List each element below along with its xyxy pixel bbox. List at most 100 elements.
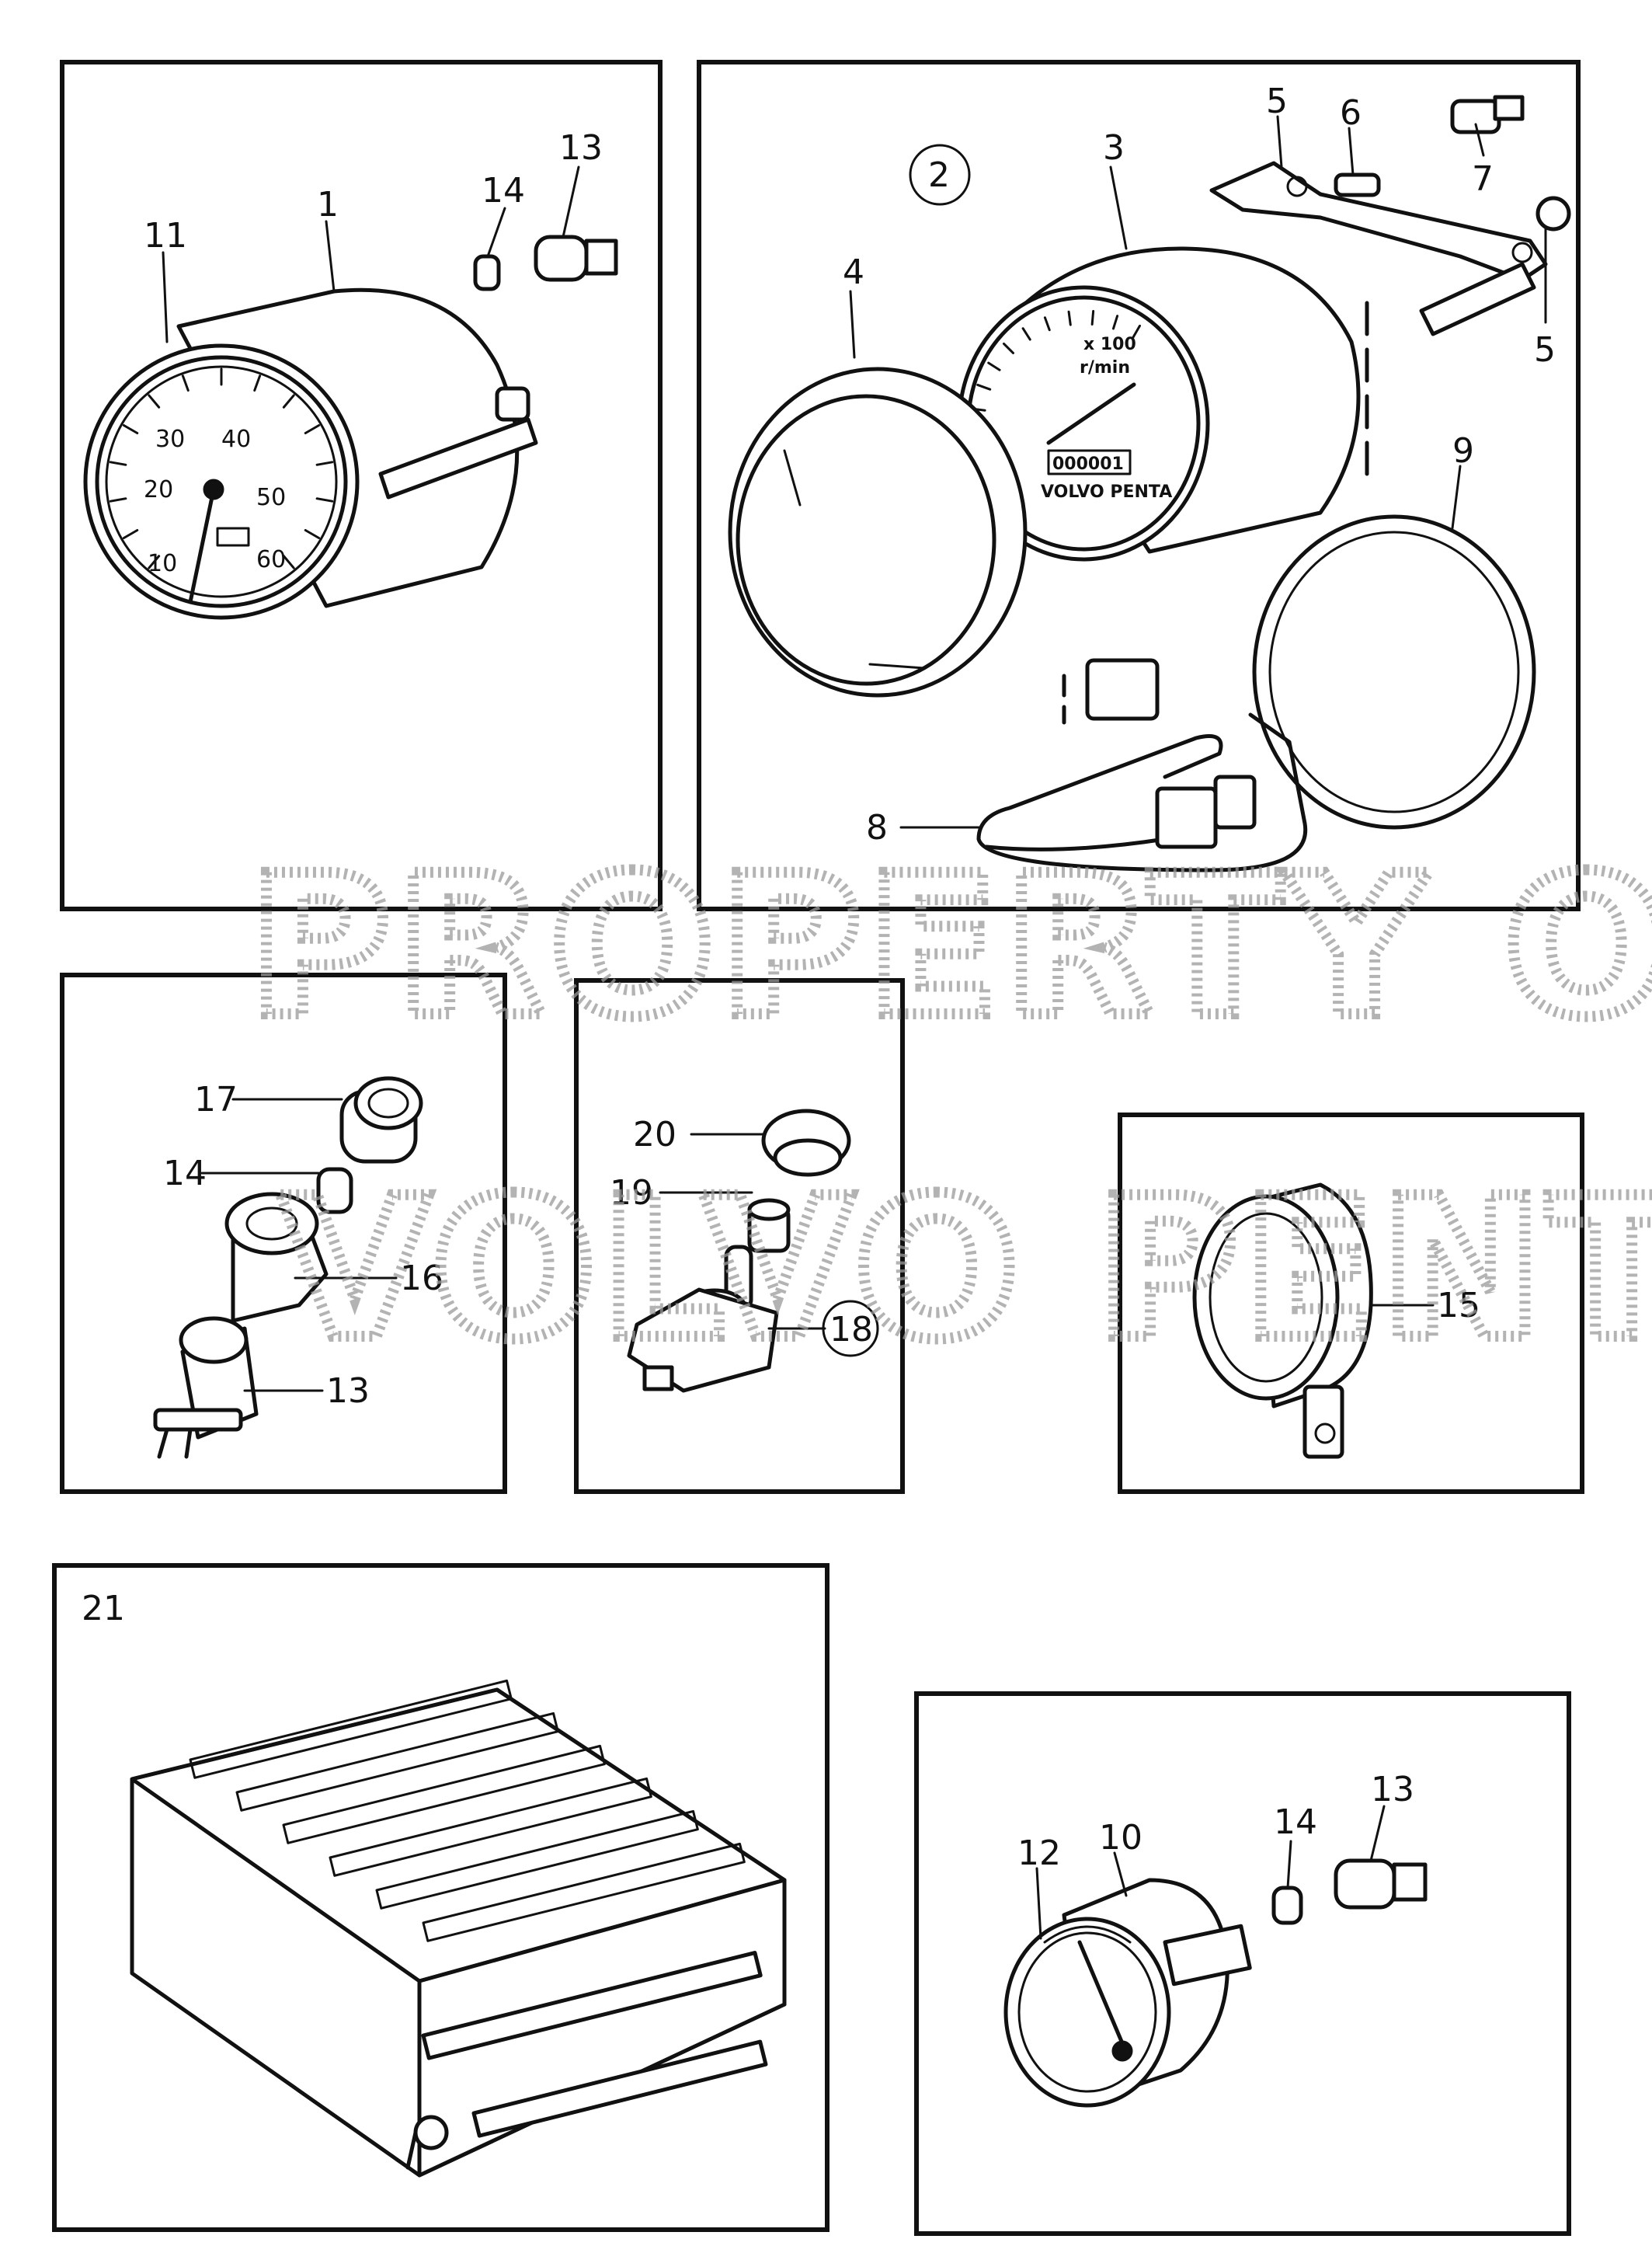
gasket-9	[1252, 514, 1536, 830]
watermark: PROPERTY OF VOLVO PENTA	[243, 828, 1652, 1388]
callout-8: 8	[866, 808, 888, 848]
callout-16: 16	[400, 1259, 443, 1298]
dial-tick	[304, 529, 321, 539]
callout-circle-18	[822, 1300, 879, 1357]
control-box-21	[130, 1679, 787, 2178]
callout-5-top: 5	[1266, 82, 1288, 121]
dial-tick	[122, 424, 139, 434]
panel-switch-frame	[574, 978, 905, 1494]
horn-15	[1192, 1182, 1373, 1459]
speedometer-dial-20: 20	[144, 476, 173, 503]
dial-tick	[1090, 310, 1095, 326]
panel-switch: 20 19 18	[574, 978, 905, 1494]
callout-5-right: 5	[1534, 330, 1556, 370]
speedometer-dial-50: 50	[256, 484, 286, 511]
callout-7: 7	[1472, 159, 1494, 199]
dial-tick	[976, 383, 992, 391]
box-slat	[282, 1744, 606, 1844]
mounting-bracket	[1209, 161, 1548, 336]
callout-17: 17	[194, 1080, 238, 1120]
callout-1: 1	[317, 185, 339, 225]
dial-tick	[304, 424, 321, 434]
tachometer-scale: x 100	[1083, 335, 1136, 354]
box-slat	[329, 1777, 652, 1877]
speedometer-dial-40: 40	[221, 426, 251, 453]
dial-tick	[1132, 324, 1141, 339]
bulb-14-c	[1271, 1886, 1303, 1925]
watermark-line-2: VOLVO PENTA	[280, 1156, 1652, 1382]
callout-20: 20	[633, 1115, 676, 1154]
dial-tick	[315, 461, 334, 466]
speedometer-gauge: 10 20 30 40 50 60	[83, 287, 538, 620]
bulb-14-b	[316, 1167, 353, 1214]
dial-tick	[1002, 342, 1014, 354]
callout-15: 15	[1437, 1286, 1480, 1325]
lamp-holder-13-c	[1334, 1858, 1428, 1910]
dial-tick	[1021, 327, 1031, 341]
dial-tick	[282, 394, 295, 409]
panel-speedometer: 10 20 30 40 50 60 11 1 14 13	[60, 60, 663, 911]
connector-7	[1450, 95, 1525, 134]
sleeve-16	[224, 1192, 329, 1323]
dial-tick	[987, 361, 1001, 371]
tachometer-gauge: x 100 r/min 000001 VOLVO PENTA	[957, 246, 1369, 562]
box-slats	[189, 1679, 746, 1942]
callout-19: 19	[610, 1173, 653, 1213]
callout-21: 21	[82, 1589, 125, 1628]
dial-tick	[1067, 310, 1072, 326]
knob-20	[761, 1109, 851, 1177]
cap-17	[339, 1076, 423, 1164]
speedometer-dial-30: 30	[155, 426, 185, 453]
callout-6: 6	[1340, 93, 1362, 133]
lamp-holder-13-a	[534, 235, 618, 282]
dial-tick	[109, 461, 127, 466]
box-slat	[422, 1842, 746, 1942]
callout-9: 9	[1452, 431, 1474, 471]
callout-14: 14	[482, 171, 525, 211]
dial-tick	[1111, 315, 1119, 330]
watermark-line-1: PROPERTY OF	[249, 834, 1652, 1060]
callout-14-c: 14	[1274, 1802, 1317, 1842]
dial-tick	[282, 555, 295, 569]
box-slat	[375, 1809, 699, 1910]
callout-4: 4	[843, 252, 864, 292]
dial-tick	[148, 394, 161, 409]
tachometer-brand: VOLVO PENTA	[1041, 482, 1172, 502]
speedometer-dial-60: 60	[256, 546, 286, 573]
callout-13-c: 13	[1371, 1770, 1414, 1809]
lamp-holder-13-b	[153, 1316, 259, 1459]
group-number-circle	[909, 144, 971, 206]
bulb-14-a	[473, 254, 501, 291]
callout-13-b: 13	[326, 1371, 370, 1411]
callout-3: 3	[1103, 128, 1125, 168]
box-slat	[235, 1711, 559, 1812]
callout-2: 2	[928, 155, 950, 195]
tachometer-counter: 000001	[1052, 454, 1124, 474]
callout-13: 13	[559, 128, 603, 168]
dial-tick	[109, 497, 127, 503]
speedometer-dial-10: 10	[148, 550, 177, 577]
nut-5	[1535, 196, 1571, 232]
panel-lamp-holder: 17 14 16 13	[60, 973, 507, 1494]
dial-tick	[1043, 316, 1051, 332]
panel-horn: 15	[1118, 1113, 1584, 1494]
dial-tick	[315, 497, 334, 503]
panel-box: 21	[52, 1563, 829, 2232]
cable-harness-8	[976, 658, 1308, 872]
callout-11: 11	[144, 216, 187, 256]
small-gauge-10	[1003, 1878, 1252, 2108]
switch-18	[627, 1245, 779, 1393]
dial-tick	[181, 374, 190, 392]
dial-tick	[253, 374, 262, 392]
pin-6	[1334, 172, 1381, 197]
callout-12: 12	[1017, 1833, 1061, 1873]
bezel-ring-4	[728, 367, 1028, 698]
nut-19	[747, 1198, 791, 1253]
box-slat	[189, 1679, 513, 1779]
dial-tick	[148, 555, 161, 569]
callout-18: 18	[829, 1310, 873, 1349]
callout-10: 10	[1099, 1818, 1142, 1858]
tachometer-unit: r/min	[1080, 358, 1130, 378]
panel-small-gauge: 12 10 14 13	[914, 1691, 1571, 2236]
